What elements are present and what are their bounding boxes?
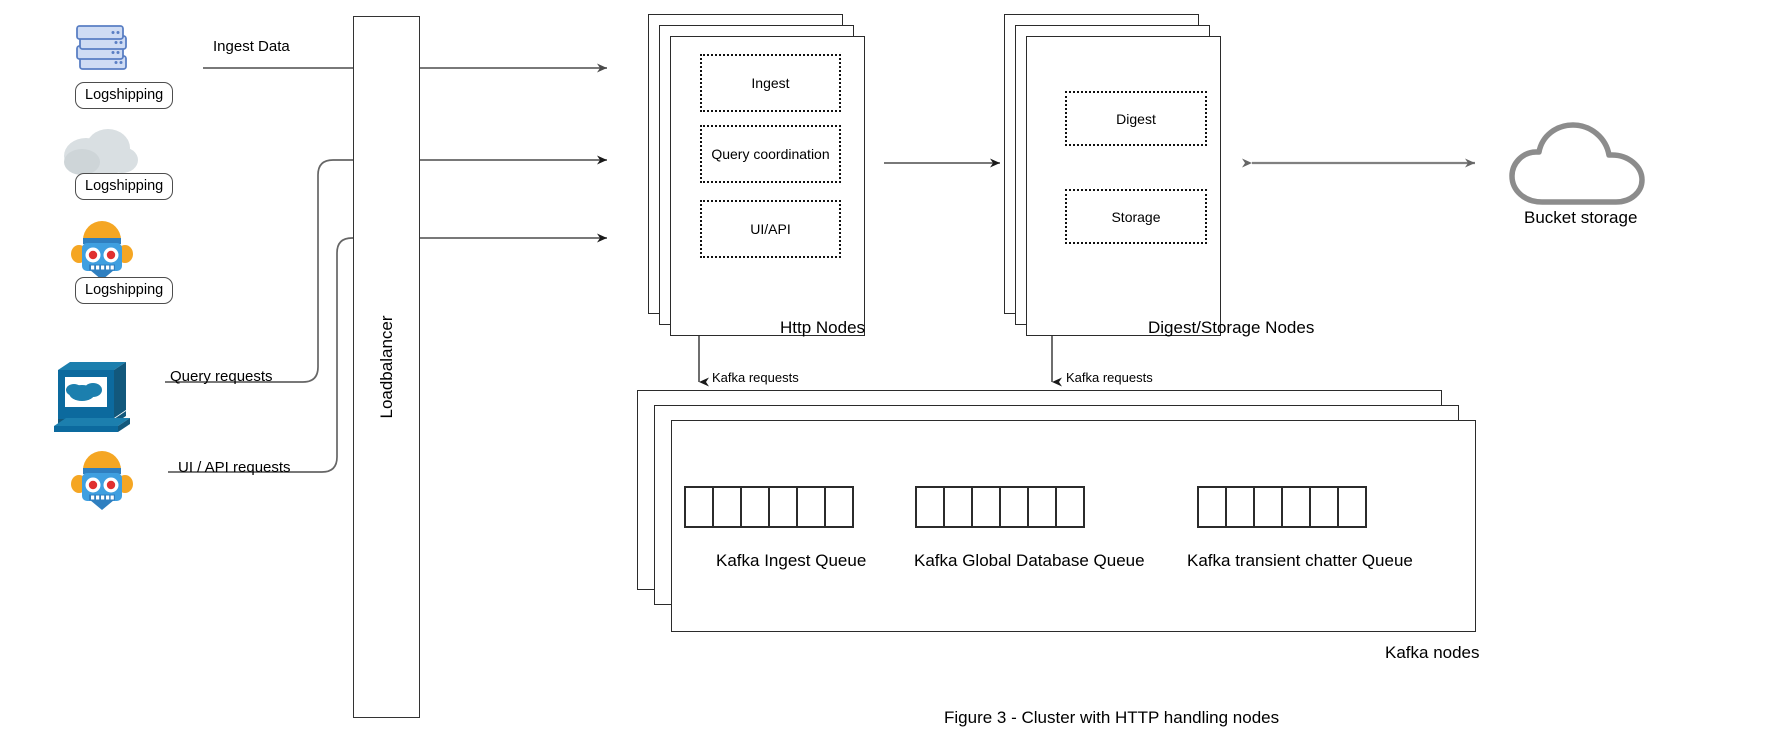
bucket-storage-icon-wrap [1506,118,1650,208]
kafka-queue-transient-chatter[interactable] [1197,486,1367,528]
source-icon-cloud [56,122,146,184]
kafka-queue-ingest[interactable] [684,486,854,528]
source-label-2: Logshipping [75,173,174,200]
flow-label-ui-api-requests: UI / API requests [178,459,291,476]
bucket-storage-label: Bucket storage [1524,208,1638,227]
http-node-stack-front[interactable]: Ingest Query coordination UI/API [670,36,865,336]
robot-icon [71,221,133,280]
kafka-queue-ingest-label: Kafka Ingest Queue [716,551,867,570]
queue-cell [712,486,742,528]
figure-caption: Figure 3 - Cluster with HTTP handling no… [944,708,1280,727]
flow-label-query-requests: Query requests [170,368,273,385]
http-component-ui-api: UI/API [700,200,841,258]
queue-cell [1055,486,1085,528]
kafka-node-stack-front[interactable]: Kafka Ingest Queue Kafka Global Database… [671,420,1476,632]
digest-node-stack-front[interactable]: Digest Storage [1026,36,1221,336]
queue-cell [824,486,854,528]
http-nodes-title: Http Nodes [780,318,866,337]
robot-icon [71,451,133,510]
loadbalancer-box[interactable]: Loadbalancer [353,16,420,718]
flow-label-kafka-requests-http: Kafka requests [712,370,799,385]
queue-cell [796,486,826,528]
kafka-queue-global-database-label: Kafka Global Database Queue [914,551,1145,570]
queue-cell [915,486,945,528]
queue-cell [1197,486,1227,528]
source-icon-robot [66,218,138,284]
workstation-monitor-icon [54,362,130,432]
digest-component-storage: Storage [1065,189,1207,244]
kafka-queue-transient-chatter-label: Kafka transient chatter Queue [1187,551,1413,570]
source-label-1: Logshipping [75,82,174,109]
queue-cell [768,486,798,528]
cloud-outline-icon [1509,122,1645,205]
queue-cell [943,486,973,528]
queue-cell [1027,486,1057,528]
http-component-query-coordination: Query coordination [700,125,841,183]
queue-cell [1253,486,1283,528]
queue-cell [740,486,770,528]
queue-cell [1281,486,1311,528]
server-stack-icon [76,25,127,70]
loadbalancer-label: Loadbalancer [376,315,396,419]
kafka-nodes-title: Kafka nodes [1385,643,1480,662]
client-icon-workstation [52,358,132,436]
source-icon-server-stack [68,22,140,94]
digest-component-digest: Digest [1065,91,1207,146]
queue-cell [1309,486,1339,528]
queue-cell [971,486,1001,528]
queue-cell [1337,486,1367,528]
flow-label-kafka-requests-digest: Kafka requests [1066,370,1153,385]
queue-cell [684,486,714,528]
queue-cell [1225,486,1255,528]
source-label-3: Logshipping [75,277,174,304]
flow-label-ingest-data: Ingest Data [213,38,290,55]
client-icon-robot [66,448,138,514]
http-component-ingest: Ingest [700,54,841,112]
cloud-icon [64,129,138,177]
digest-nodes-title: Digest/Storage Nodes [1148,318,1315,337]
queue-cell [999,486,1029,528]
kafka-queue-global-database[interactable] [915,486,1085,528]
